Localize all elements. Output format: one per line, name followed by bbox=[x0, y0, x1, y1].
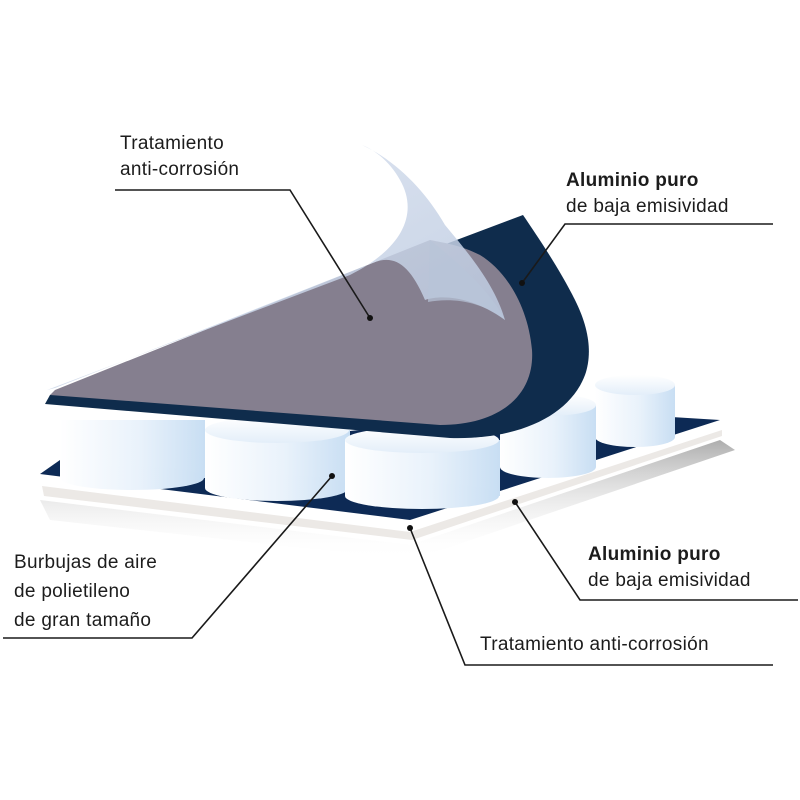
top-coating-layer bbox=[50, 240, 533, 425]
label-top-anti-corrosion-line-1: Tratamiento bbox=[120, 133, 224, 154]
leader-bottom-left bbox=[3, 475, 333, 639]
film-overlap bbox=[428, 240, 505, 320]
label-bottom-anti-corrosion-text: Tratamiento anti-corrosión bbox=[480, 634, 709, 655]
top-film-layer bbox=[47, 145, 505, 390]
bottom-shadow bbox=[40, 440, 735, 560]
label-air-bubbles-line-2: de polietileno bbox=[14, 581, 131, 602]
leader-bottom-right bbox=[514, 501, 798, 601]
label-air-bubbles-line-3: de gran tamaño bbox=[14, 610, 152, 631]
leader-top-right bbox=[521, 223, 773, 284]
leader-dots bbox=[329, 280, 525, 531]
label-top-aluminium: Aluminio puro de baja emisividad bbox=[566, 168, 729, 220]
label-bottom-aluminium-title: Aluminio puro bbox=[588, 544, 721, 565]
bubble-center-left bbox=[205, 417, 350, 501]
label-air-bubbles-line-1: Burbujas de aire bbox=[14, 552, 158, 573]
label-top-anti-corrosion-line-2: anti-corrosión bbox=[120, 159, 240, 180]
label-bottom-aluminium-subtitle: de baja emisividad bbox=[588, 570, 751, 591]
label-air-bubbles: Burbujas de aire de polietileno de gran … bbox=[14, 548, 157, 635]
label-top-aluminium-title: Aluminio puro bbox=[566, 170, 699, 191]
leader-top-left bbox=[115, 189, 371, 319]
label-bottom-anti-corrosion: Tratamiento anti-corrosión bbox=[480, 632, 709, 658]
leader-lines bbox=[3, 189, 798, 666]
bubble-front-center bbox=[345, 427, 500, 509]
leader-bottom bbox=[409, 527, 773, 666]
bubble-back-right bbox=[595, 375, 675, 447]
label-bottom-aluminium: Aluminio puro de baja emisividad bbox=[588, 542, 751, 594]
bottom-backing-layer bbox=[42, 430, 722, 540]
label-top-anti-corrosion: Tratamiento anti-corrosión bbox=[120, 131, 239, 183]
bubble-left bbox=[60, 420, 205, 490]
label-top-aluminium-subtitle: de baja emisividad bbox=[566, 196, 729, 217]
